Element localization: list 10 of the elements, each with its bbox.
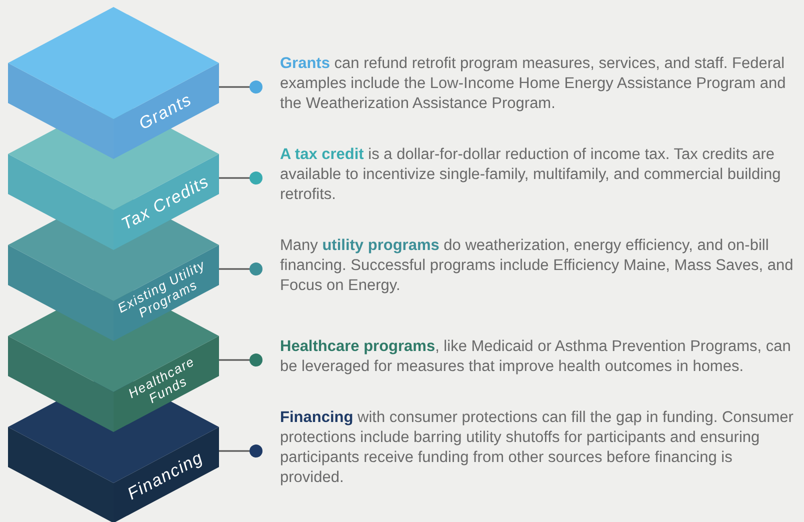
description-text: A tax credit is a dollar-for-dollar reduction of income tax. Tax credits are available to incentivize single-family, multifamily, and commercial building retrofits. bbox=[280, 145, 782, 205]
connector-line bbox=[219, 172, 262, 184]
connector-line bbox=[219, 444, 262, 458]
connector-line bbox=[219, 80, 262, 94]
connector-line bbox=[219, 354, 262, 366]
description-text: Grants can refund retrofit program measures, services, and staff. Federal examples include the Low-Income Home Energy Assistance Program and the Weatherization Assistance Program. bbox=[280, 54, 787, 114]
description-text: Healthcare programs, like Medicaid or Asthma Prevention Programs, can be leveraged for measures that improve health outcomes in homes. bbox=[280, 337, 792, 377]
connector-line bbox=[219, 262, 262, 276]
description-text: Financing with consumer protections can fill the gap in funding. Consumer protections include barring utility shutoffs for participants and ensuring participants receive funding from other sources before financing is provided. bbox=[280, 408, 794, 488]
description-text: Many utility programs do weatherization, energy efficiency, and on-bill financing. Successful programs include Efficiency Maine, Mass Saves, and Focus on Energy. bbox=[280, 236, 794, 296]
